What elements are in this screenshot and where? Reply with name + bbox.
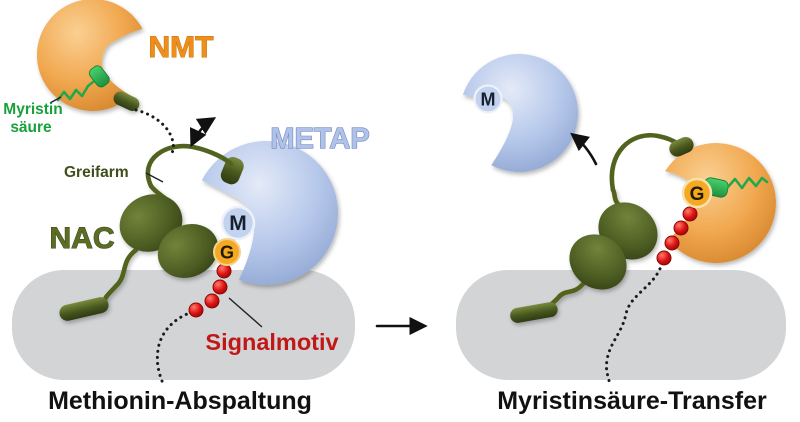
nac-anchor-rod — [510, 302, 558, 323]
nmt-jaw-cap — [113, 91, 140, 111]
glycine-letter: G — [220, 243, 234, 263]
nmt-body — [665, 143, 776, 264]
myristate-anchor — [88, 65, 110, 88]
equilibrium-arrow-icon — [189, 117, 217, 148]
signal-bead — [656, 250, 672, 266]
signalmotiv-pointer-line — [228, 297, 263, 328]
methionine-letter: M — [481, 90, 496, 110]
nac-tail — [102, 247, 139, 305]
glycine-circle — [681, 177, 713, 209]
metap-body — [462, 54, 579, 173]
glycine-circle — [213, 238, 241, 266]
metap-protein — [201, 140, 339, 285]
nac-lobe — [157, 224, 219, 278]
signal-beads — [656, 206, 698, 266]
nac-label: NAC — [50, 222, 115, 255]
nac-anchor-rod — [59, 297, 109, 321]
greifarm-label: Greifarm — [64, 164, 129, 181]
nac-lobe — [569, 234, 627, 290]
signal-bead — [204, 293, 220, 309]
nmt-protein — [665, 136, 776, 264]
myristin-label-line1: Myristin — [3, 101, 62, 118]
right-caption: Myristinsäure-Transfer — [497, 387, 767, 415]
signal-bead — [212, 279, 228, 295]
release-arrow-icon — [570, 132, 598, 166]
signal-bead — [664, 235, 680, 251]
left-caption: Methionin-Abspaltung — [48, 387, 312, 415]
glycine-letter: G — [690, 184, 705, 205]
myristin-label-line2: säure — [10, 119, 52, 136]
panel-right: M G Myristinsäure-T — [456, 54, 786, 415]
signal-bead — [216, 263, 232, 279]
signal-bead — [188, 302, 204, 318]
nac-protein — [510, 187, 658, 323]
signalmotiv-label: Signalmotiv — [205, 329, 338, 355]
metap-label: METAP — [270, 123, 369, 155]
nmt-protein — [36, 0, 143, 111]
myristin-pointer-line — [49, 96, 62, 104]
ribosome-left — [12, 270, 355, 380]
greifarm-pointer-line — [145, 172, 164, 183]
methionine-circle — [473, 84, 503, 114]
panel-left: M G NMT METAP NAC Greifarm Myristin säur… — [3, 0, 370, 415]
signal-bead — [673, 220, 689, 236]
signal-bead — [682, 206, 698, 222]
greifarm-arm — [609, 132, 681, 193]
myristate-zigzag — [726, 176, 769, 190]
ribosome-right — [456, 270, 786, 380]
nmt-body — [36, 0, 143, 111]
nascent-chain-dotted — [155, 310, 194, 388]
methionine-circle — [220, 205, 256, 241]
greifarm-cap — [669, 136, 694, 157]
metap-protein-released — [462, 54, 579, 173]
nmt-label: NMT — [149, 31, 214, 64]
nascent-chain-dotted — [604, 261, 664, 388]
methionine-letter: M — [229, 212, 247, 235]
greifarm-cap — [220, 156, 244, 185]
myristate-zigzag — [56, 80, 95, 102]
